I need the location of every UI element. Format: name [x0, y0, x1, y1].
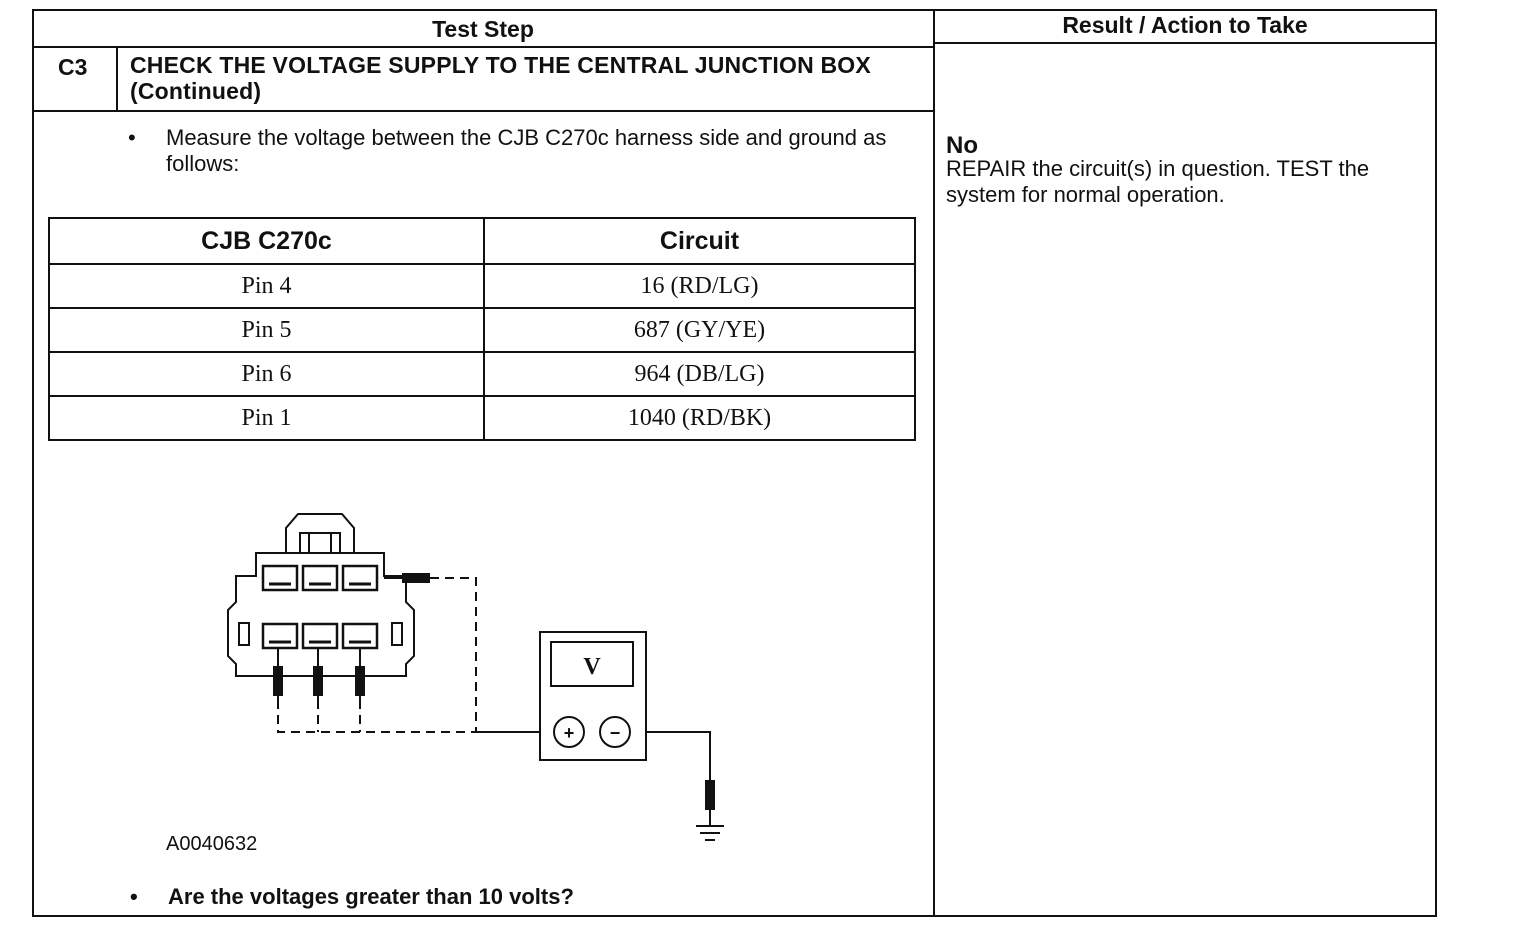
plus-terminal-icon — [553, 716, 585, 748]
pin-table-header: CJB C270c Circuit — [48, 217, 916, 265]
result-text: REPAIR the circuit(s) in question. TEST … — [946, 156, 1370, 207]
minus-label: − — [610, 723, 621, 743]
voltmeter-display — [550, 641, 634, 687]
side-lock-right — [391, 622, 403, 646]
side-lock-left — [238, 622, 250, 646]
header-divider-right — [934, 42, 1437, 44]
circuit-cell: 1040 (RD/BK) — [483, 395, 916, 441]
pin-cell: Pin 6 — [48, 351, 485, 397]
probe-tip — [402, 573, 430, 583]
instruction-bullet: • Measure the voltage between the CJB C2… — [128, 125, 901, 177]
pin-table: CJB C270c Circuit Pin 4 16 (RD/LG) Pin 5… — [48, 217, 916, 441]
column-divider — [933, 9, 935, 915]
instruction-text: Measure the voltage between the CJB C270… — [166, 125, 887, 176]
dashed-wires — [277, 577, 477, 733]
figure-id: A0040632 — [166, 833, 258, 855]
table-row: Pin 5 687 (GY/YE) — [48, 307, 916, 353]
pin-cell: Pin 1 — [48, 395, 485, 441]
bullet-icon: • — [128, 125, 136, 150]
step-title-divider — [32, 110, 934, 112]
terminal-top-2 — [301, 564, 339, 592]
plus-label: + — [564, 723, 575, 743]
terminal-bottom-1 — [261, 622, 299, 650]
step-id-divider — [116, 46, 118, 110]
probe-tip — [273, 666, 283, 696]
terminal-top-3 — [341, 564, 379, 592]
column-header: CJB C270c — [48, 217, 485, 265]
voltmeter-body — [539, 631, 647, 761]
probe-tip — [313, 666, 323, 696]
terminal-bottom-3 — [341, 622, 379, 650]
question-text: Are the voltages greater than 10 volts? — [168, 884, 574, 909]
result-label: No — [946, 132, 978, 159]
circuit-cell: 16 (RD/LG) — [483, 263, 916, 309]
step-title: CHECK THE VOLTAGE SUPPLY TO THE CENTRAL … — [130, 52, 871, 104]
bullet-icon: • — [130, 884, 138, 909]
connector-latch-inner — [299, 532, 341, 553]
meter-label: V — [583, 654, 601, 680]
pin-cell: Pin 4 — [48, 263, 485, 309]
ground-icon — [696, 808, 724, 841]
table-row: Pin 6 964 (DB/LG) — [48, 351, 916, 397]
probe-tip — [355, 666, 365, 696]
header-divider-left — [32, 46, 934, 48]
connector-latch — [285, 513, 355, 553]
table-frame — [32, 9, 1437, 917]
circuit-cell: 964 (DB/LG) — [483, 351, 916, 397]
terminal-top-1 — [261, 564, 299, 592]
table-row: Pin 4 16 (RD/LG) — [48, 263, 916, 309]
latch-slot — [308, 532, 332, 554]
terminal-bottom-2 — [301, 622, 339, 650]
table-row: Pin 1 1040 (RD/BK) — [48, 395, 916, 441]
header-result-action: Result / Action to Take — [1062, 12, 1308, 38]
step-id: C3 — [58, 54, 88, 80]
probe-tip — [705, 780, 715, 810]
pin-cell: Pin 5 — [48, 307, 485, 353]
minus-terminal-icon — [599, 716, 631, 748]
circuit-cell: 687 (GY/YE) — [483, 307, 916, 353]
column-header: Circuit — [483, 217, 916, 265]
connector-body — [227, 552, 415, 677]
question-bullet: • Are the voltages greater than 10 volts… — [130, 884, 868, 910]
header-test-step: Test Step — [432, 16, 534, 42]
